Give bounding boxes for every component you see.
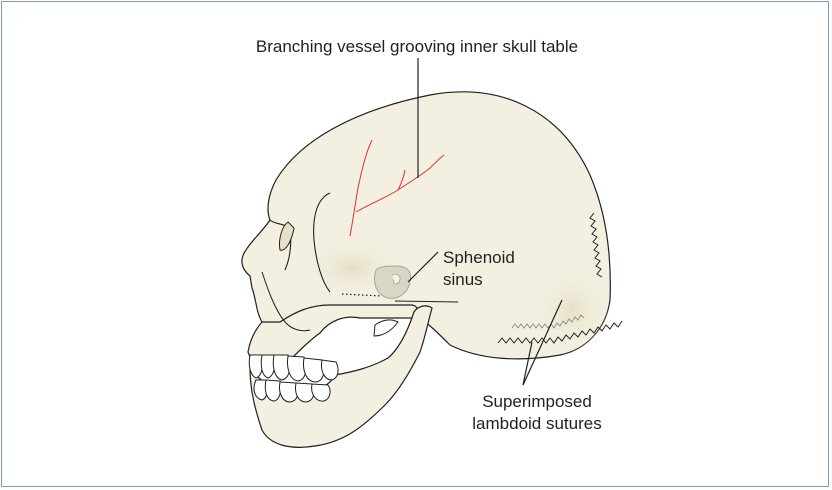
sphenoid-label-line-2: sinus (443, 270, 483, 289)
occipital-shading (532, 265, 612, 355)
lambdoid-label-line-2: lambdoid sutures (472, 414, 601, 433)
lambdoid-label-line-1: Superimposed (482, 392, 592, 411)
sphenoid-label-line-1: Sphenoid (443, 248, 515, 267)
upper-teeth (249, 355, 338, 382)
mandible-ramus-detail (374, 320, 398, 336)
vessel-label: Branching vessel grooving inner skull ta… (256, 37, 578, 56)
